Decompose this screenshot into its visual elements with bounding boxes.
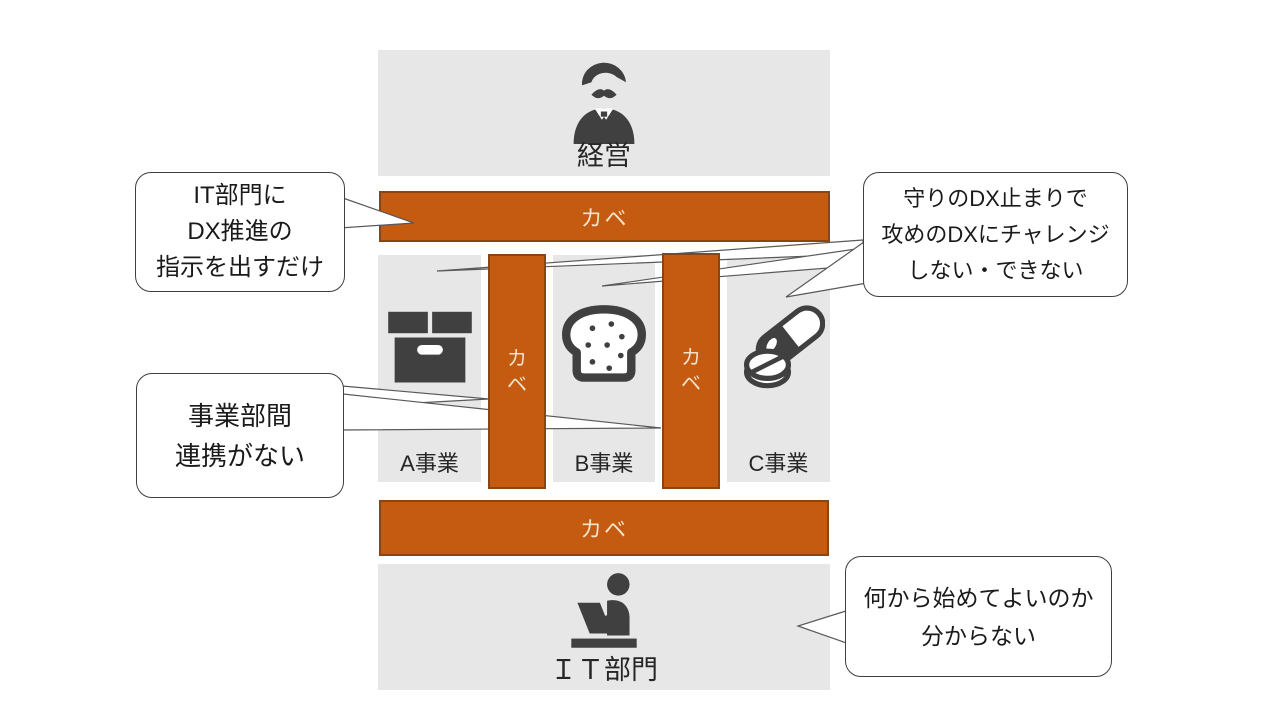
executive-icon (570, 56, 638, 144)
callout-bottom-left-line-1: 事業部間 (187, 400, 292, 431)
callout-bottom-left-line-2: 連携がない (174, 440, 305, 471)
cardboard-box-icon (385, 303, 475, 387)
pills-icon (733, 303, 825, 391)
business-c-label: C事業 (748, 451, 809, 476)
callout-top-right: 守りのDX止まりで 攻めのDXにチャレンジ しない・できない (863, 172, 1128, 297)
management-label: 経営 (577, 141, 631, 171)
top-wall: カベ (379, 191, 830, 242)
bottom-wall-label: カベ (579, 517, 628, 542)
tail-top-left-to-wall (339, 196, 415, 229)
top-wall-label: カベ (580, 205, 629, 231)
callout-top-left-line-3: 指示を出すだけ (156, 254, 324, 281)
callout-top-right-line-2: 攻めのDXにチャレンジ (881, 221, 1110, 247)
vertical-wall-1: カ ベ (488, 254, 546, 489)
callout-bottom-right: 何から始めてよいのか 分からない (845, 556, 1112, 677)
vertical-wall-2-char-2: ベ (681, 373, 701, 395)
management-box: 経営 (378, 50, 830, 176)
it-department-label: ＩＴ部門 (550, 655, 658, 685)
callout-bottom-left: 事業部間 連携がない (136, 373, 344, 498)
person-at-laptop-icon (557, 572, 651, 652)
business-box-a: A事業 (378, 255, 481, 482)
vertical-wall-1-char-2: ベ (507, 373, 527, 396)
callout-top-right-line-1: 守りのDX止まりで (903, 185, 1088, 211)
callout-bottom-right-line-2: 分からない (921, 622, 1036, 649)
callout-top-left-line-2: DX推進の (187, 218, 293, 245)
vertical-wall-2-char-1: カ (681, 347, 701, 369)
callout-top-left: IT部門に DX推進の 指示を出すだけ (135, 172, 345, 292)
bottom-wall: カベ (379, 500, 829, 556)
vertical-wall-1-char-1: カ (507, 347, 527, 370)
callout-top-left-line-1: IT部門に (193, 182, 287, 209)
callout-bottom-right-line-1: 何から始めてよいのか (863, 584, 1094, 611)
it-department-box: ＩＴ部門 (378, 564, 830, 690)
business-b-label: B事業 (574, 451, 634, 476)
bread-icon (562, 305, 646, 383)
business-box-b: B事業 (553, 255, 655, 482)
business-box-c: C事業 (727, 255, 830, 482)
vertical-wall-2: カ ベ (662, 253, 720, 489)
business-a-label: A事業 (400, 451, 459, 476)
callout-top-right-line-3: しない・できない (907, 257, 1084, 283)
